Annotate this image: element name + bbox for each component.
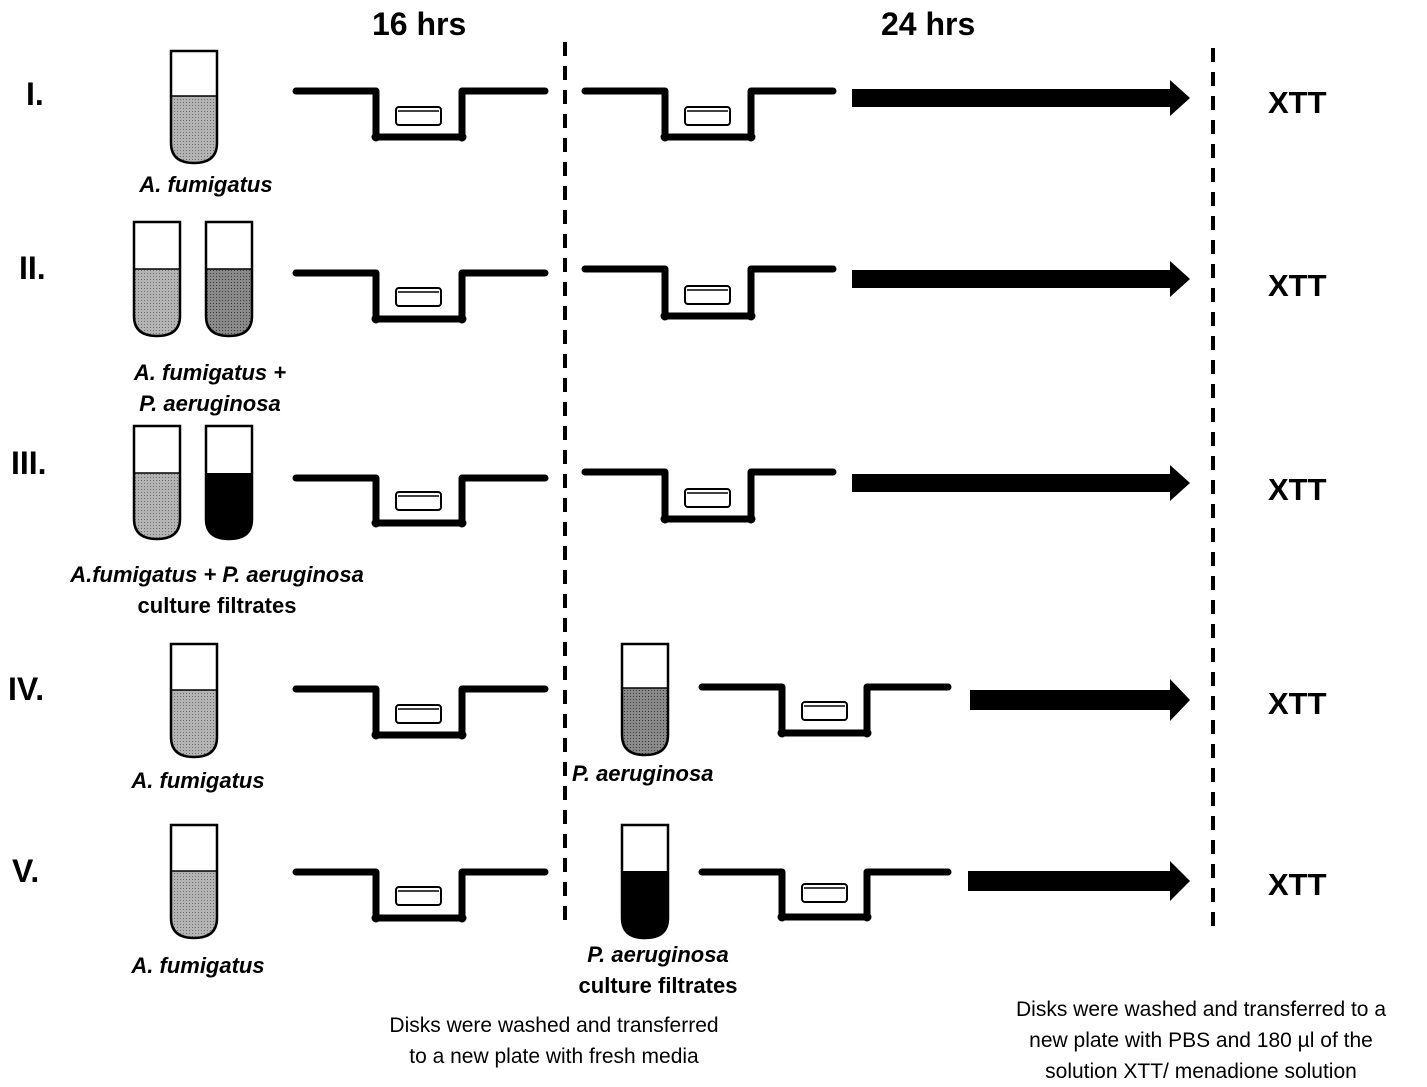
row-2-organism-line-2: P. aeruginosa bbox=[139, 391, 281, 416]
row-2-graphics bbox=[132, 220, 1190, 338]
bacteria-tube-icon bbox=[204, 220, 254, 338]
row-1-result: XTT bbox=[1268, 85, 1327, 120]
row-1-numeral: I. bbox=[26, 76, 44, 112]
wash-note-1-line-1: Disks were washed and transferred bbox=[389, 1014, 719, 1037]
fungus-tube-icon bbox=[132, 424, 182, 541]
arrow-icon bbox=[852, 261, 1190, 297]
row-1-organism-label: A. fumigatus bbox=[139, 172, 273, 197]
row-1-graphics bbox=[169, 49, 1190, 165]
culture-well-icon bbox=[581, 265, 837, 321]
arrow-icon bbox=[970, 679, 1190, 721]
culture-well-icon bbox=[292, 269, 549, 324]
row-4-numeral: IV. bbox=[8, 671, 45, 707]
filtrate-tube-icon bbox=[620, 823, 670, 940]
row-5-phase2-line-1: P. aeruginosa bbox=[587, 942, 729, 967]
row-2-result: XTT bbox=[1268, 268, 1327, 303]
bacteria-tube-icon bbox=[620, 642, 670, 757]
filtrate-tube-icon bbox=[204, 424, 254, 541]
arrow-icon bbox=[852, 80, 1190, 116]
row-4-organism-label: A. fumigatus bbox=[131, 768, 265, 793]
arrow-icon bbox=[968, 861, 1190, 901]
wash-note-1-line-2: to a new plate with fresh media bbox=[409, 1045, 699, 1068]
culture-well-icon bbox=[698, 868, 952, 922]
row-3-result: XTT bbox=[1268, 472, 1327, 507]
fungus-tube-icon bbox=[169, 642, 219, 759]
phase-2-header: 24 hrs bbox=[881, 6, 976, 42]
row-4-result: XTT bbox=[1268, 686, 1327, 721]
row-4-graphics bbox=[169, 642, 1190, 759]
row-3-organism-line-2: culture filtrates bbox=[137, 593, 297, 618]
phase-1-header: 16 hrs bbox=[372, 6, 467, 42]
row-2-organism-label: A. fumigatus + P. aeruginosa bbox=[134, 357, 286, 419]
row-5-graphics bbox=[169, 823, 1190, 940]
row-5-phase2-line-2: culture filtrates bbox=[578, 973, 738, 998]
culture-well-icon bbox=[292, 685, 549, 740]
culture-well-icon bbox=[292, 868, 549, 923]
row-3-organism-line-1: A.fumigatus + P. aeruginosa bbox=[70, 562, 364, 587]
row-2-numeral: II. bbox=[19, 250, 46, 286]
wash-note-2: Disks were washed and transferred to a n… bbox=[1016, 994, 1386, 1087]
fungus-tube-icon bbox=[169, 823, 219, 940]
row-5-result: XTT bbox=[1268, 867, 1327, 902]
row-3-numeral: III. bbox=[11, 445, 47, 481]
row-3-organism-label: A.fumigatus + P. aeruginosa culture filt… bbox=[70, 559, 364, 621]
row-4-phase2-label: P. aeruginosa bbox=[572, 761, 714, 786]
culture-well-icon bbox=[698, 683, 952, 738]
culture-well-icon bbox=[581, 468, 837, 524]
wash-note-2-line-3: solution XTT/ menadione solution bbox=[1045, 1060, 1357, 1083]
wash-note-2-line-2: new plate with PBS and 180 µl of the bbox=[1029, 1029, 1373, 1052]
row-5-numeral: V. bbox=[12, 853, 40, 889]
row-5-phase2-label: P. aeruginosa culture filtrates bbox=[579, 939, 738, 1001]
row-2-organism-line-1: A. fumigatus + bbox=[133, 360, 287, 385]
arrow-icon bbox=[852, 465, 1190, 501]
culture-well-icon bbox=[292, 474, 549, 528]
fungus-tube-icon bbox=[169, 49, 219, 165]
row-5-organism-label: A. fumigatus bbox=[131, 953, 265, 978]
culture-well-icon bbox=[292, 87, 549, 142]
wash-note-1: Disks were washed and transferred to a n… bbox=[389, 1010, 718, 1072]
wash-note-2-line-1: Disks were washed and transferred to a bbox=[1015, 998, 1387, 1021]
culture-well-icon bbox=[581, 87, 837, 142]
row-3-graphics bbox=[132, 424, 1190, 541]
fungus-tube-icon bbox=[132, 220, 182, 338]
